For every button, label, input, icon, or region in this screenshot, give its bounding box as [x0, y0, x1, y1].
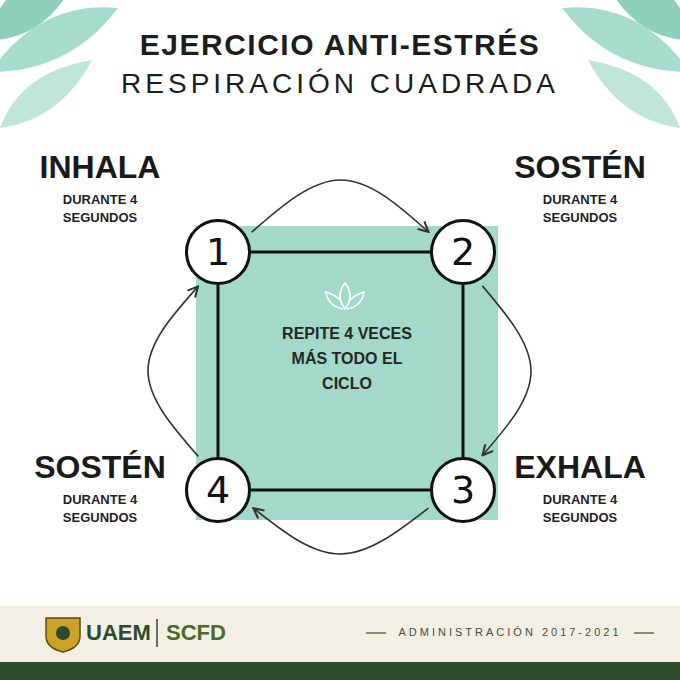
- cycle-arrow: [254, 508, 428, 554]
- divider: [156, 619, 158, 647]
- step-duration: DURANTE 4 SEGUNDOS: [530, 191, 630, 226]
- step-heading: SOSTÉN: [20, 450, 180, 485]
- shield: [46, 618, 80, 652]
- lotus-icon: [326, 283, 364, 309]
- emblem: [46, 618, 80, 652]
- step-heading: EXHALA: [500, 450, 660, 485]
- leaf: [0, 7, 118, 72]
- subtitle: RESPIRACIÓN CUADRADA: [0, 68, 680, 100]
- leaf: [0, 60, 92, 128]
- cycle-arrow: [482, 286, 531, 455]
- square-side: [462, 285, 465, 457]
- leaf: [562, 7, 680, 72]
- repeat-note: REPITE 4 VECES MÁS TODO EL CICLO: [277, 322, 417, 396]
- square-side: [217, 285, 220, 457]
- step-label: INHALA DURANTE 4 SEGUNDOS: [20, 150, 180, 226]
- footer-text: ADMINISTRACIÓN 2017-2021: [380, 626, 640, 638]
- footer-text: SCFD: [166, 620, 226, 646]
- step-duration: DURANTE 4 SEGUNDOS: [50, 191, 150, 226]
- step-label: SOSTÉN DURANTE 4 SEGUNDOS: [500, 150, 660, 226]
- title: EJERCICIO ANTI-ESTRÉS: [0, 28, 680, 62]
- step-circle: 2SOSTÉNDURANTE 4 SEGUNDOS: [430, 219, 496, 285]
- step-number: 3: [451, 471, 475, 509]
- step-label: SOSTÉN DURANTE 4 SEGUNDOS: [20, 450, 180, 526]
- box-text: REPITE 4 VECES MÁS TODO EL CICLO: [196, 322, 498, 396]
- step-number: 1: [206, 233, 230, 271]
- shield-center: [56, 626, 70, 640]
- step-duration: DURANTE 4 SEGUNDOS: [50, 491, 150, 526]
- step-circle: 4SOSTÉNDURANTE 4 SEGUNDOS: [185, 457, 251, 523]
- footer-bar: [0, 662, 680, 680]
- leaf: [588, 60, 680, 128]
- petal: [347, 292, 364, 309]
- leaves-right: [562, 0, 680, 128]
- petal: [326, 292, 343, 309]
- step-number: 2: [451, 233, 475, 271]
- step-label: EXHALA DURANTE 4 SEGUNDOS: [500, 450, 660, 526]
- cycle-arrow: [252, 180, 428, 232]
- dash: [634, 632, 654, 634]
- dash: [366, 632, 386, 634]
- step-circle: 1INHALADURANTE 4 SEGUNDOS: [185, 219, 251, 285]
- petal: [340, 283, 350, 309]
- footer-band: [0, 606, 680, 662]
- step-heading: SOSTÉN: [500, 150, 660, 185]
- square-side: [251, 489, 430, 492]
- step-duration: DURANTE 4 SEGUNDOS: [530, 491, 630, 526]
- leaves-left: [0, 0, 118, 128]
- footer-text: UAEM: [86, 620, 151, 646]
- square-side: [251, 251, 430, 254]
- step-heading: INHALA: [20, 150, 180, 185]
- cycle-arrow: [148, 287, 198, 456]
- step-circle: 3EXHALADURANTE 4 SEGUNDOS: [430, 457, 496, 523]
- step-number: 4: [206, 471, 230, 509]
